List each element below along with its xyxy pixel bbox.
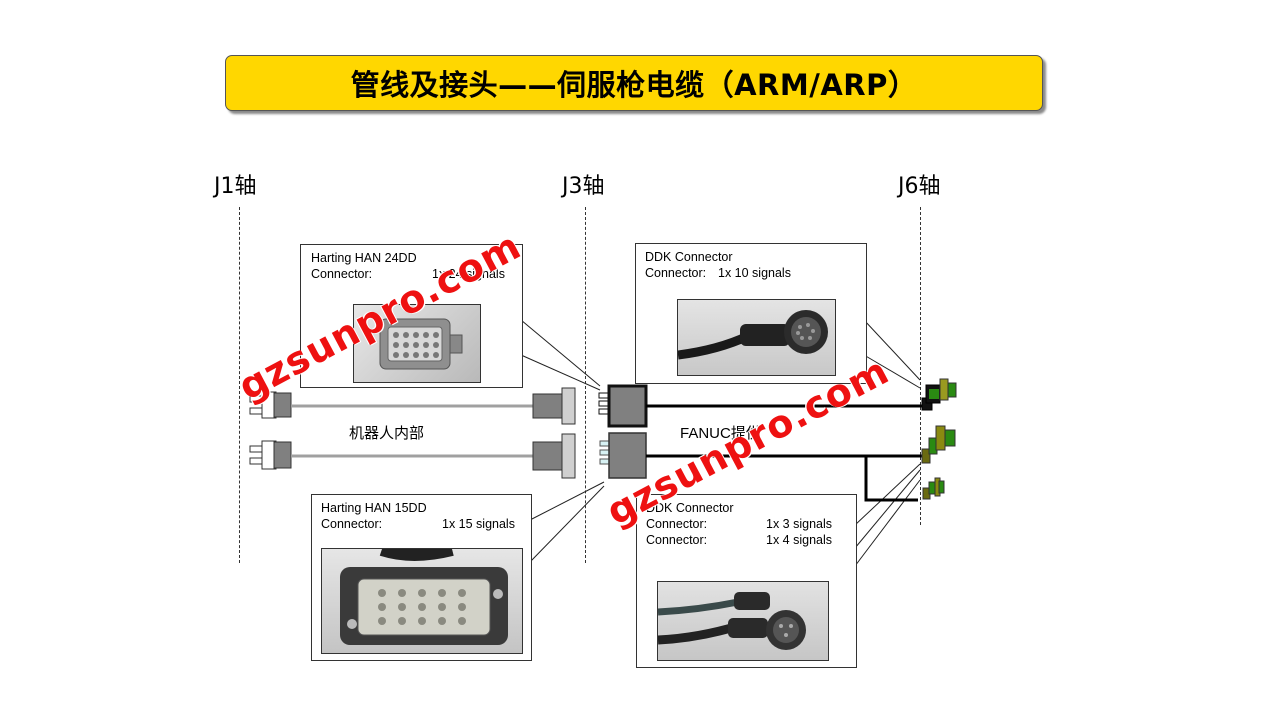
axis-label-j3: J3轴 xyxy=(562,174,605,199)
j3-internal-connector-top xyxy=(532,387,576,425)
callout-ddk34: DDK Connector Connector: 1x 3 signals Co… xyxy=(636,494,857,668)
callout-ddk34-value1: 1x 3 signals xyxy=(766,517,833,531)
callout-ddk10-value: 1x 10 signals xyxy=(718,266,791,280)
axis-label-j1: J1轴 xyxy=(214,174,257,199)
j3-external-connector-bottom xyxy=(599,432,647,479)
callout-ddk34-label2: Connector: xyxy=(646,533,708,547)
j6-connector-middle xyxy=(921,425,956,464)
han24dd-photo xyxy=(353,304,481,383)
callout-ddk34-title: DDK Connector xyxy=(646,501,734,515)
callout-han24dd-label: Connector: xyxy=(311,267,373,281)
j6-connector-bottom xyxy=(922,477,945,500)
label-robot-internal: 机器人内部 xyxy=(349,425,425,442)
callout-ddk10-title: DDK Connector xyxy=(645,250,733,264)
callout-ddk34-value2: 1x 4 signals xyxy=(766,533,833,547)
label-fanuc-supplied: FANUC提供 xyxy=(680,425,761,442)
axis-label-j6: J6轴 xyxy=(898,174,941,199)
callout-han15dd-label: Connector: xyxy=(321,517,383,531)
callout-han15dd-value: 1x 15 signals xyxy=(442,517,515,531)
han15dd-photo xyxy=(321,548,523,654)
callout-ddk10: DDK Connector Connector: 1x 10 signals xyxy=(635,243,867,384)
j6-connector-top xyxy=(921,378,957,411)
j3-external-connector-top xyxy=(598,384,648,428)
axis-line-j3 xyxy=(585,207,586,563)
callout-han15dd-title: Harting HAN 15DD xyxy=(321,501,427,515)
j3-internal-connector-bottom xyxy=(532,433,576,479)
callout-han24dd-title: Harting HAN 24DD xyxy=(311,251,417,265)
axis-line-j6 xyxy=(920,207,921,525)
callout-han24dd-value: 1x 24 signals xyxy=(432,267,505,281)
fanuc-cables xyxy=(646,404,924,502)
callout-ddk34-label1: Connector: xyxy=(646,517,708,531)
page-title: 管线及接头——伺服枪电缆（ARM/ARP） xyxy=(350,68,918,102)
axis-line-j1 xyxy=(239,207,240,563)
j1-connector-top xyxy=(249,391,292,419)
callout-pointers xyxy=(520,319,921,567)
title-bar: 管线及接头——伺服枪电缆（ARM/ARP） xyxy=(225,55,1043,111)
ddk34-photo xyxy=(657,581,829,661)
ddk10-photo xyxy=(677,299,836,376)
callout-ddk10-label: Connector: xyxy=(645,266,707,280)
callout-han15dd: Harting HAN 15DD Connector: 1x 15 signal… xyxy=(311,494,532,661)
j1-connector-bottom xyxy=(249,440,292,470)
callout-han24dd: Harting HAN 24DD Connector: 1x 24 signal… xyxy=(300,244,523,388)
